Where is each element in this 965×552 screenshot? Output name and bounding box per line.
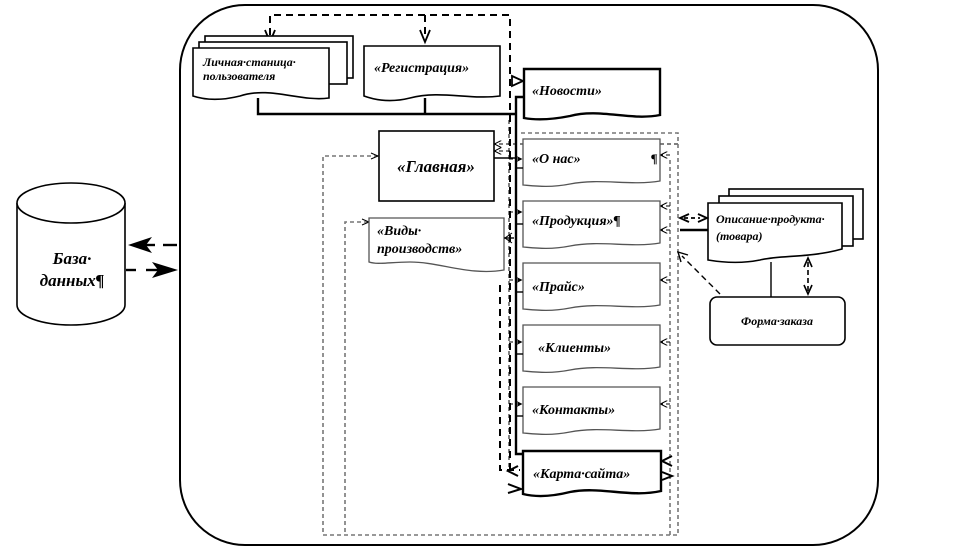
registration-node[interactable]: «Регистрация» <box>363 45 501 102</box>
personal-page-label-line1: Личная·станица· <box>202 55 296 69</box>
database-connection <box>126 237 178 278</box>
connector-top-bus <box>256 98 516 116</box>
product-description-node[interactable]: Описание·продукта· (товара) <box>707 188 864 264</box>
arrow-to-database-icon <box>128 237 152 253</box>
database-label-line1: База· <box>52 249 92 268</box>
news-label: «Новости» <box>532 84 602 99</box>
order-to-products-arrow <box>681 255 721 295</box>
sitemap-label: «Карта·сайта» <box>533 467 630 482</box>
database-cylinder-icon <box>16 203 126 326</box>
arrow-into-main-icon <box>370 152 380 160</box>
contacts-node[interactable]: «Контакты» <box>522 386 661 436</box>
chevron-up-icon <box>803 256 813 268</box>
personal-page-label-line2: пользователя <box>203 69 275 83</box>
sitemap-node[interactable]: «Карта·сайта» <box>521 449 663 498</box>
products-label: «Продукция»¶ <box>532 214 621 229</box>
database-cylinder-top <box>16 182 126 224</box>
spine-dashed-left <box>499 285 520 471</box>
order-form-node[interactable]: Форма·заказа <box>709 296 846 346</box>
chevron-left-icon <box>659 455 673 467</box>
price-node[interactable]: «Прайс» <box>522 262 661 312</box>
arrow-down-icon <box>419 29 431 45</box>
main-node[interactable]: «Главная» <box>378 130 495 202</box>
chevron-right-icon <box>507 483 525 494</box>
arrow-into-production-types-right <box>504 232 513 244</box>
dashed-loop-outer <box>322 132 679 536</box>
product-description-label-line2: (товара) <box>716 229 762 243</box>
clients-node[interactable]: «Клиенты» <box>522 324 661 374</box>
registration-label: «Регистрация» <box>374 61 469 76</box>
arrow-head-icon <box>676 250 689 263</box>
dashed-loop-inner <box>344 221 368 535</box>
arrow-to-news-icon <box>511 74 526 88</box>
spine-line <box>514 95 524 456</box>
chevron-right-icon <box>661 471 675 481</box>
order-form-label: Форма·заказа <box>741 314 813 328</box>
about-label: «О нас» <box>532 152 581 167</box>
products-node[interactable]: «Продукция»¶ <box>522 200 661 250</box>
contacts-label: «Контакты» <box>532 403 615 418</box>
chevron-left-icon <box>505 465 519 477</box>
chevron-right-icon <box>697 213 710 223</box>
clients-label: «Клиенты» <box>538 341 611 356</box>
left-page-arrows <box>509 156 523 407</box>
chevron-down-icon <box>803 284 813 296</box>
main-label: «Главная» <box>397 157 475 176</box>
database-node[interactable]: База· данных¶ <box>16 182 126 326</box>
product-description-label-line1: Описание·продукта· <box>716 212 825 226</box>
about-node[interactable]: «О нас» ¶ <box>522 138 661 188</box>
right-page-arrows <box>661 155 670 404</box>
bus-connectors <box>516 167 523 417</box>
database-label-line2: данных¶ <box>40 271 105 290</box>
personal-page-node[interactable]: Личная·станица· пользователя <box>192 35 354 101</box>
production-types-label-line2: производств» <box>377 242 462 257</box>
about-pilcrow-mark: ¶ <box>651 151 658 166</box>
production-types-node[interactable]: «Виды· производств» <box>368 217 505 273</box>
news-node[interactable]: «Новости» <box>511 67 662 121</box>
sitemap-arrows <box>505 455 675 494</box>
price-label: «Прайс» <box>532 280 585 295</box>
production-types-label-line1: «Виды· <box>377 224 421 239</box>
arrow-from-database-icon <box>152 262 178 278</box>
chevron-left-icon <box>677 213 690 223</box>
